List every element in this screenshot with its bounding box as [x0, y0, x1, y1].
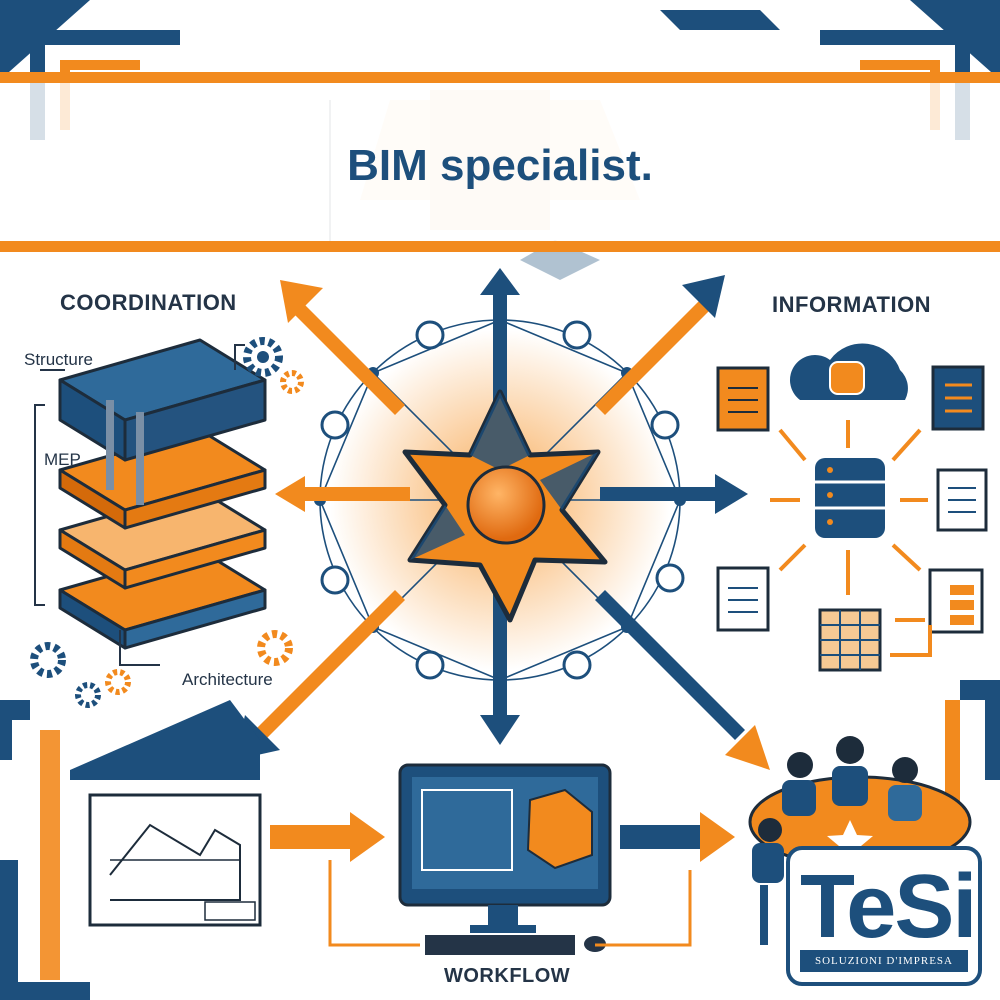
- arrow-right-icon: [600, 474, 748, 514]
- network-icon-nodes: [320, 320, 685, 680]
- workflow-arrow-2-icon: [620, 812, 735, 862]
- computer-monitor-icon: [398, 763, 612, 955]
- arrow-up-right-icon: [595, 275, 725, 415]
- frame-corner-bottom-left: [0, 700, 90, 1000]
- blueprint-panel: [70, 700, 262, 927]
- table-document-icon: [928, 568, 984, 634]
- tesi-logo: TeSi SOLUZIONI D'IMPRESA: [786, 846, 982, 986]
- information-cluster: [716, 343, 988, 672]
- layer-label-architecture: Architecture: [182, 670, 273, 689]
- layer-label-mep: MEP: [44, 450, 81, 469]
- title-banner: BIM specialist.: [0, 72, 1000, 252]
- feedback-loop-line: [328, 860, 692, 947]
- layer-label-structure: Structure: [24, 350, 93, 369]
- arrow-down-right-icon: [595, 590, 770, 770]
- arrow-down-icon: [480, 590, 520, 745]
- section-label-information: INFORMATION: [772, 292, 932, 317]
- layer-brackets: [34, 344, 245, 666]
- arrow-up-left-icon: [280, 280, 405, 415]
- logo-mark: TeSi: [800, 857, 977, 957]
- cloud-database-icon: [790, 343, 908, 400]
- layer-stack: [58, 338, 267, 650]
- spreadsheet-icon: [818, 608, 882, 672]
- text-document-icon: [936, 468, 988, 532]
- database-icon: [815, 458, 885, 538]
- page-title: BIM specialist.: [347, 141, 653, 190]
- arrow-up-icon: [480, 268, 520, 420]
- arrow-left-icon: [275, 476, 410, 512]
- center-sphere: [466, 465, 546, 545]
- section-label-workflow: WORKFLOW: [444, 965, 571, 987]
- gear-icon: [30, 337, 304, 708]
- info-arrows: [770, 420, 932, 657]
- list-document-icon: [931, 365, 985, 431]
- document-icon: [716, 366, 770, 432]
- workflow-arrow-1-icon: [270, 812, 385, 862]
- bim-star-icon: [402, 389, 608, 623]
- logo-tagline: SOLUZIONI D'IMPRESA: [800, 950, 968, 972]
- section-label-coordination: COORDINATION: [60, 290, 237, 315]
- report-document-icon: [716, 566, 770, 632]
